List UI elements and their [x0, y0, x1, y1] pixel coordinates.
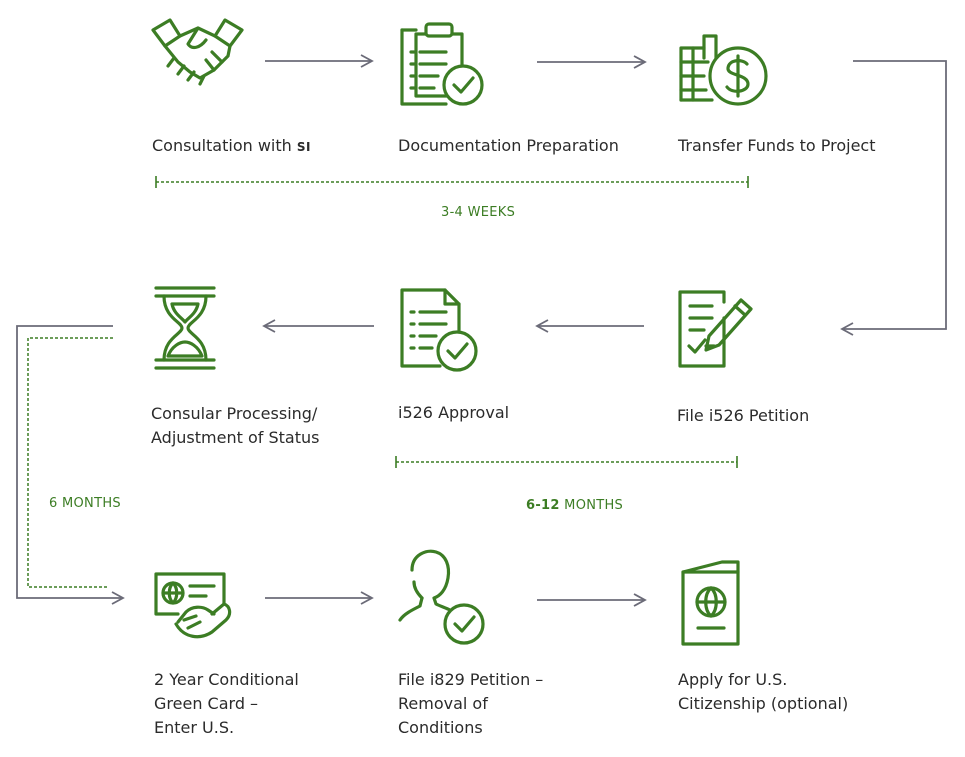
- file-i829-line-2: Removal of: [398, 694, 488, 713]
- step-i526-approval-label: i526 Approval: [398, 401, 509, 425]
- person-check-icon: [398, 549, 485, 645]
- step-green-card-label: 2 Year Conditional Green Card – Enter U.…: [154, 668, 299, 740]
- consular-line-2: Adjustment of Status: [151, 428, 320, 447]
- clipboard-check-icon: [400, 22, 484, 106]
- step-documentation-label: Documentation Preparation: [398, 134, 619, 158]
- transfer-line-1: Transfer Funds to Project: [678, 136, 876, 155]
- duration-phase2-unit: MONTHS: [564, 498, 624, 513]
- duration-phase2-range: 6-12: [526, 498, 560, 513]
- handshake-icon: [151, 18, 244, 86]
- citizenship-line-1: Apply for U.S.: [678, 670, 788, 689]
- arrow-consular-to-green-card: [16, 325, 125, 605]
- document-pen-icon: [678, 290, 753, 368]
- consultation-text: Consultation with: [152, 136, 292, 155]
- citizenship-line-2: Citizenship (optional): [678, 694, 849, 713]
- step-file-i829-label: File i829 Petition – Removal of Conditio…: [398, 668, 543, 740]
- i526-approval-line-1: i526 Approval: [398, 403, 510, 422]
- brand-logo-text: SI: [296, 140, 311, 154]
- file-i526-line-1: File i526 Petition: [677, 406, 810, 425]
- step-consultation-label: Consultation with SI: [152, 134, 311, 159]
- consular-line-1: Consular Processing/: [151, 404, 318, 423]
- file-i829-line-3: Conditions: [398, 718, 483, 737]
- step-consular-label: Consular Processing/ Adjustment of Statu…: [151, 402, 319, 450]
- green-card-line-3: Enter U.S.: [154, 718, 235, 737]
- hourglass-icon: [154, 286, 216, 370]
- step-file-i526-label: File i526 Petition: [677, 404, 809, 428]
- step-transfer-label: Transfer Funds to Project: [678, 134, 876, 158]
- building-dollar-icon: [679, 34, 768, 106]
- document-check-icon: [400, 288, 478, 372]
- documentation-line-1: Documentation Preparation: [398, 136, 619, 155]
- card-globe-hand-icon: [154, 572, 232, 639]
- step-citizenship-label: Apply for U.S. Citizenship (optional): [678, 668, 848, 716]
- green-card-line-1: 2 Year Conditional: [154, 670, 299, 689]
- file-i829-line-1: File i829 Petition –: [398, 670, 544, 689]
- duration-phase1: 3-4 WEEKS: [441, 205, 516, 220]
- passport-icon: [681, 560, 740, 646]
- arrow-transfer-to-file-i526: [840, 60, 947, 336]
- green-card-line-2: Green Card –: [154, 694, 259, 713]
- duration-bracket-phase3: [27, 337, 113, 588]
- duration-phase2: 6-12 MONTHS: [526, 498, 623, 513]
- duration-phase3: 6 MONTHS: [49, 496, 121, 511]
- duration-bracket-phase2: [395, 456, 738, 468]
- duration-bracket-phase1: [155, 176, 749, 188]
